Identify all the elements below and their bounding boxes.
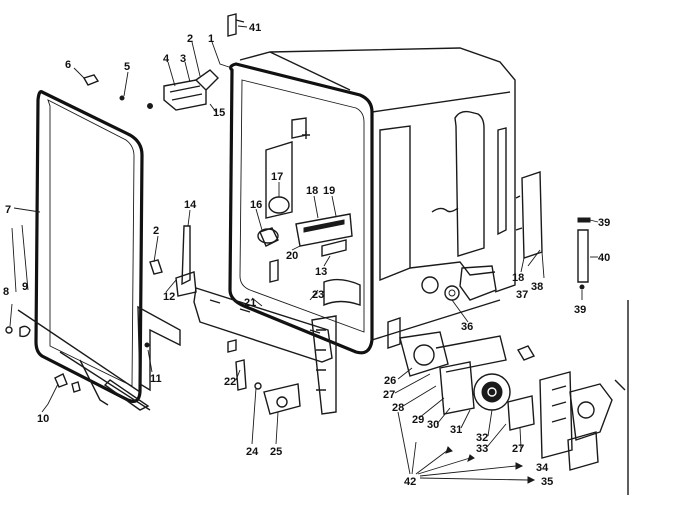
screws-5-6 <box>82 74 125 101</box>
label-32: 32 <box>476 432 488 444</box>
label-17: 17 <box>271 171 283 183</box>
label-31: 31 <box>450 424 462 436</box>
label-23: 23 <box>312 289 324 301</box>
label-25: 25 <box>270 446 282 458</box>
label-41: 41 <box>249 22 261 34</box>
leader-lines <box>9 25 599 484</box>
label-1: 1 <box>208 33 214 45</box>
label-42: 42 <box>404 476 416 488</box>
label-19: 19 <box>323 185 335 197</box>
label-2-top: 2 <box>187 33 193 45</box>
label-27-right: 27 <box>512 443 524 455</box>
label-3: 3 <box>180 53 186 65</box>
clip-22 <box>227 339 247 391</box>
label-2-mid: 2 <box>153 225 159 237</box>
toe-plate-21 <box>193 287 337 415</box>
door-gasket <box>34 90 144 403</box>
door-bottom-strip <box>17 309 151 411</box>
label-18-right: 18 <box>512 272 524 284</box>
label-24: 24 <box>246 446 259 458</box>
label-21: 21 <box>244 297 256 309</box>
label-15: 15 <box>213 107 225 119</box>
label-10: 10 <box>37 413 49 425</box>
bracket-41 <box>227 13 245 37</box>
label-35: 35 <box>541 476 553 488</box>
label-14: 14 <box>184 199 197 211</box>
label-33: 33 <box>476 443 488 455</box>
label-36: 36 <box>461 321 473 333</box>
label-6: 6 <box>65 59 71 71</box>
label-11: 11 <box>150 373 162 385</box>
callout-labels: 1 2 3 4 5 6 15 41 7 8 9 10 11 12 2 14 16… <box>3 22 610 488</box>
label-34: 34 <box>536 462 549 474</box>
label-9: 9 <box>22 281 28 293</box>
label-30: 30 <box>427 419 439 431</box>
inner-components-16-17 <box>257 196 290 283</box>
pump-motor-assembly <box>399 300 629 495</box>
latch-24-25 <box>254 382 301 415</box>
hinge-assembly <box>147 69 219 111</box>
right-side-parts <box>515 171 591 290</box>
label-4: 4 <box>163 53 170 65</box>
label-8: 8 <box>3 286 9 298</box>
label-39-top: 39 <box>598 217 610 229</box>
label-28: 28 <box>392 402 404 414</box>
label-18-top: 18 <box>306 185 318 197</box>
label-5: 5 <box>124 61 130 73</box>
bracket-11 <box>137 305 181 392</box>
label-27-left: 27 <box>383 389 395 401</box>
label-22: 22 <box>224 376 236 388</box>
label-38: 38 <box>531 281 543 293</box>
label-39-bottom: 39 <box>574 304 586 316</box>
label-40: 40 <box>598 252 610 264</box>
label-29: 29 <box>412 414 424 426</box>
label-26: 26 <box>384 375 396 387</box>
label-7: 7 <box>5 204 11 216</box>
door-small-parts <box>5 325 81 393</box>
label-12: 12 <box>163 291 175 303</box>
dispenser-panel <box>295 213 353 257</box>
label-37: 37 <box>516 289 528 301</box>
label-16: 16 <box>250 199 262 211</box>
label-13: 13 <box>315 266 327 278</box>
label-20: 20 <box>286 250 298 262</box>
tub-body <box>228 47 516 355</box>
